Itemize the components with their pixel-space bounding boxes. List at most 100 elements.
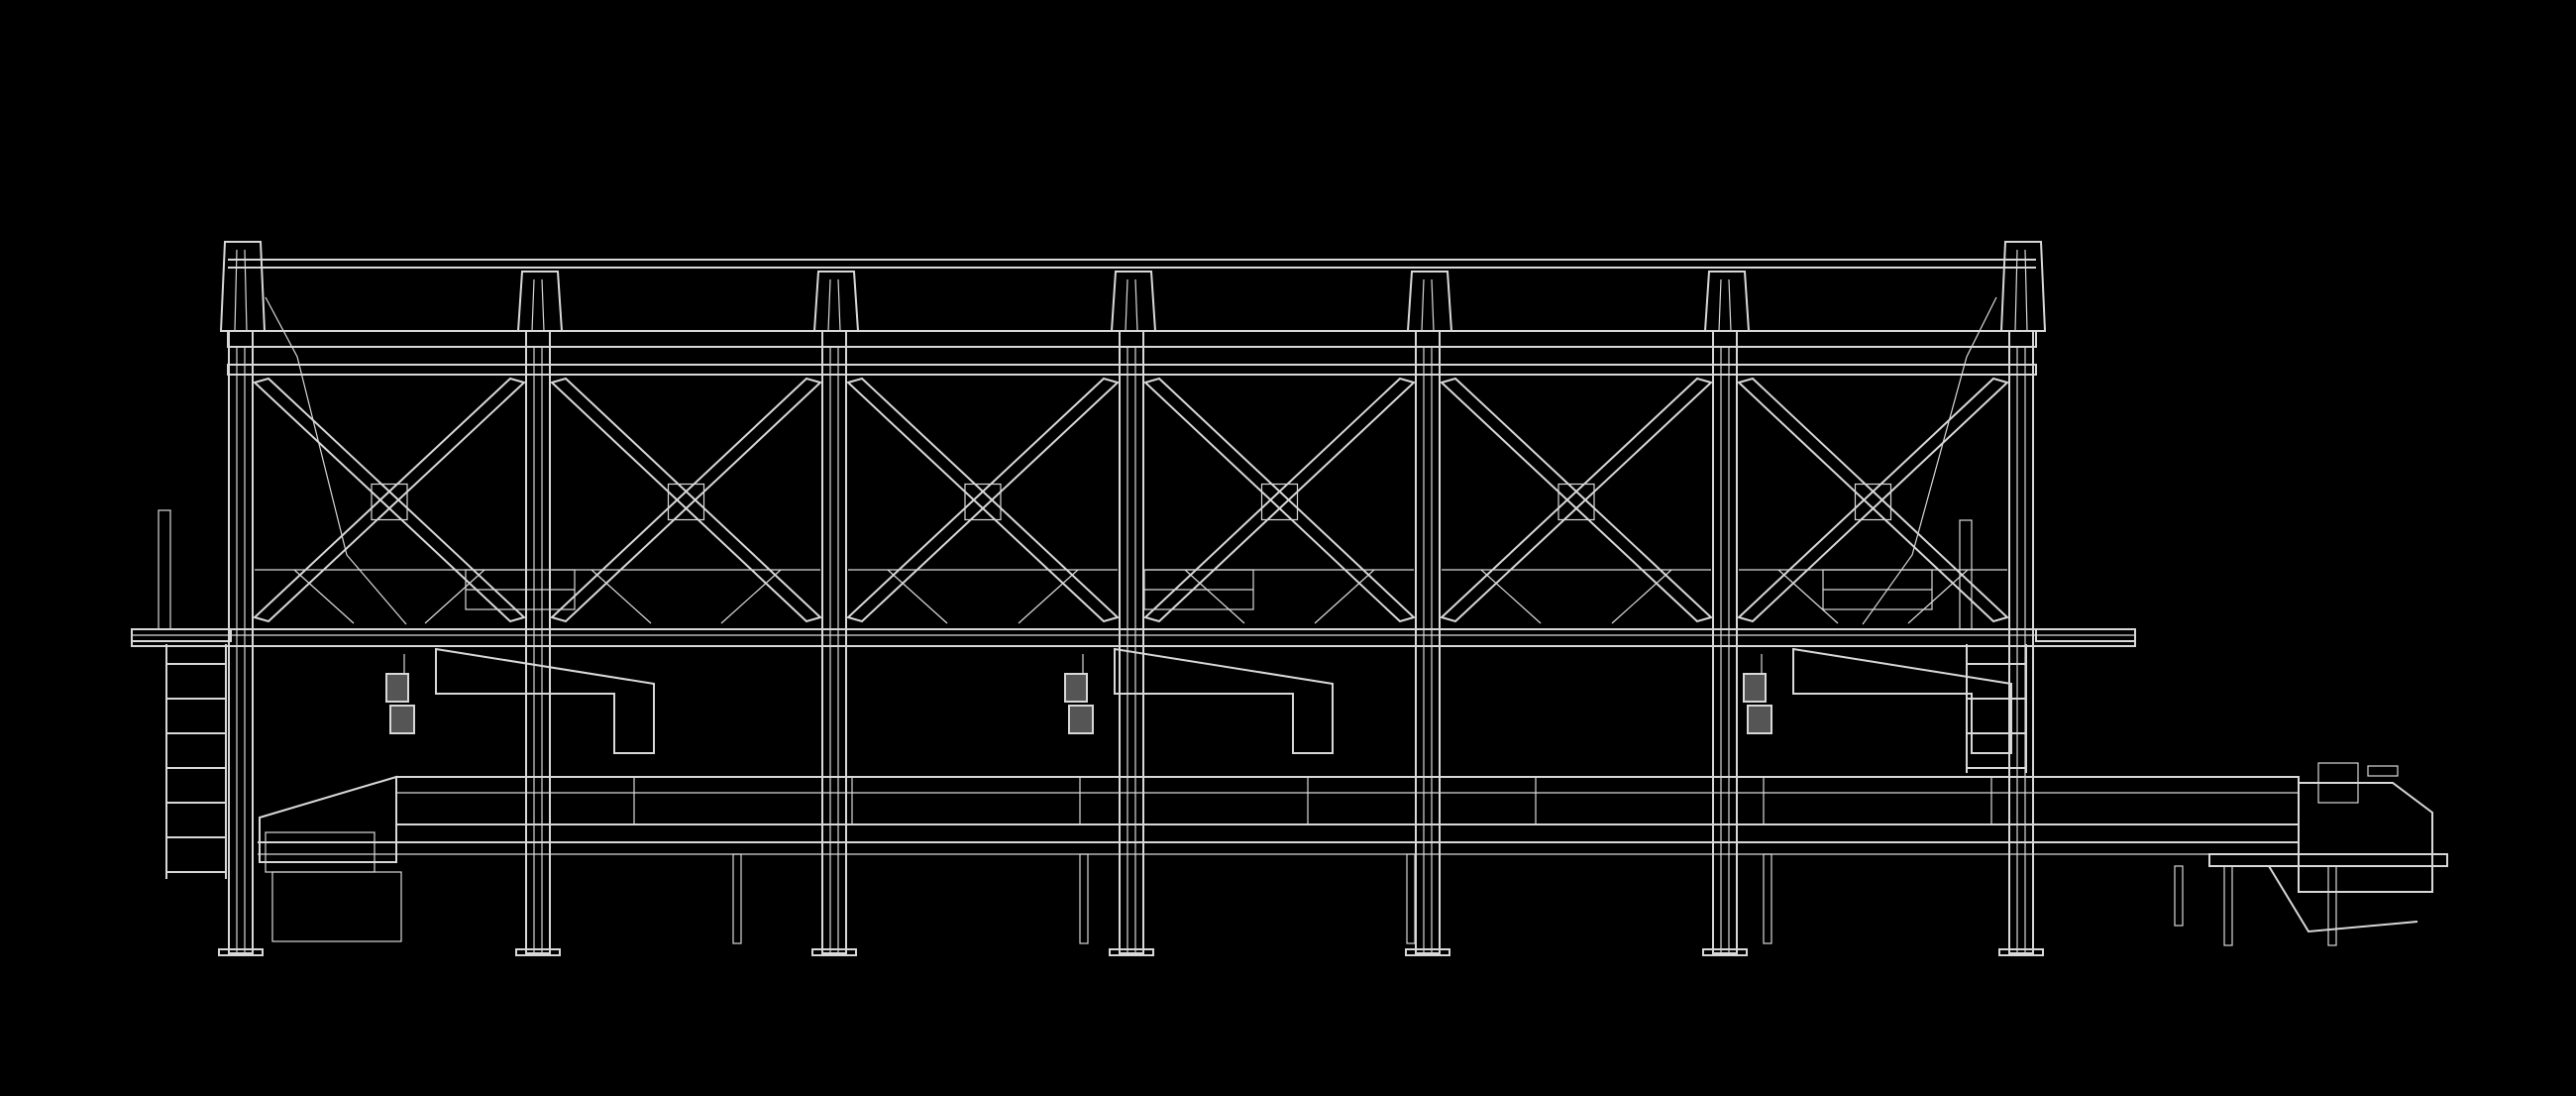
- column-base-plate: [811, 948, 857, 956]
- column-base-plate: [218, 948, 264, 956]
- conveyor-leg: [1406, 853, 1416, 944]
- machine-deck: [2208, 853, 2448, 867]
- feeder-unit: [385, 569, 655, 754]
- machine-leg: [2223, 865, 2233, 946]
- sub-brace: [1018, 569, 1079, 624]
- column: [525, 330, 551, 954]
- feeder-trough: [435, 647, 655, 754]
- sub-brace: [590, 569, 652, 624]
- brace-gusset-plate: [1260, 483, 1299, 521]
- column-cap: [516, 271, 564, 332]
- beams: [131, 330, 2136, 647]
- cap-gusset: [531, 278, 535, 332]
- sub-brace: [1314, 569, 1375, 624]
- brace-diagonal: [1737, 377, 2009, 623]
- column: [1415, 330, 1441, 954]
- feeder-trough: [1114, 647, 1334, 754]
- cap-gusset: [1718, 278, 1722, 332]
- brace-gusset-plate: [964, 483, 1002, 521]
- feeder-unit: [1064, 569, 1334, 754]
- cap-gusset: [2024, 249, 2028, 332]
- column-base-plate: [1405, 948, 1450, 956]
- machine-leg: [2174, 865, 2184, 927]
- brace-diagonal: [846, 377, 1120, 623]
- conveyor-leg: [1079, 853, 1089, 944]
- feeders: [385, 569, 2012, 754]
- brace-diagonal: [550, 377, 822, 623]
- column-base-plate: [1109, 948, 1154, 956]
- sub-brace: [293, 569, 355, 624]
- cap-gusset: [2014, 249, 2018, 332]
- cap-gusset: [1728, 278, 1732, 332]
- inclined-feeder: [259, 775, 397, 863]
- cap-gusset: [1125, 278, 1128, 332]
- brace-gusset-plate: [1854, 483, 1892, 521]
- hopper-outlet: [2268, 865, 2418, 933]
- brace-diagonal: [1143, 377, 1416, 623]
- feed-roller-box: [265, 831, 376, 873]
- sub-brace: [1777, 569, 1839, 624]
- conveyor-frame: [395, 776, 2300, 825]
- cap-gusset: [541, 278, 545, 332]
- column-cap: [812, 271, 860, 332]
- drive-motor: [389, 705, 415, 734]
- machine-leg: [2327, 865, 2337, 946]
- column-cap: [1110, 271, 1157, 332]
- inlet-chute: [2317, 762, 2359, 804]
- cap-gusset: [827, 278, 831, 332]
- feeder-trough: [1792, 647, 2012, 754]
- brace-gusset-plate: [371, 483, 408, 521]
- brace-diagonal: [1143, 377, 1416, 623]
- brace-diagonal: [253, 377, 526, 623]
- cap-gusset: [234, 249, 238, 332]
- brace-gusset-plate: [667, 483, 705, 521]
- feeder-support: [271, 871, 402, 942]
- drive-motor: [1743, 673, 1767, 703]
- sub-brace: [720, 569, 782, 624]
- brace-diagonal: [1440, 377, 1713, 623]
- column-cap: [1406, 271, 1453, 332]
- sub-brace: [1184, 569, 1245, 624]
- cap-gusset: [1134, 278, 1138, 332]
- discharge-machine: [2174, 762, 2448, 946]
- column: [228, 330, 254, 954]
- vent-pipe: [1959, 519, 1973, 630]
- column: [821, 330, 847, 954]
- column: [2008, 330, 2034, 954]
- sub-brace: [1611, 569, 1672, 624]
- column-cap: [1703, 271, 1751, 332]
- drive-motor: [1064, 673, 1088, 703]
- conveyor-leg: [732, 853, 742, 944]
- hopper-left: [265, 296, 407, 625]
- platform-extension-right: [2035, 628, 2136, 642]
- drive-motor: [385, 673, 409, 703]
- roof-frame: [228, 259, 2036, 269]
- brace-diagonal: [550, 377, 822, 623]
- sub-brace: [424, 569, 485, 624]
- drive-motor: [1068, 705, 1094, 734]
- belt-conveyor: [258, 775, 2300, 944]
- brace-diagonal: [846, 377, 1120, 623]
- brace-diagonal: [1440, 377, 1713, 623]
- top-beam-lower: [227, 364, 2037, 376]
- top-beam: [227, 330, 2037, 348]
- column-cap: [219, 241, 267, 332]
- brace-diagonal: [1737, 377, 2009, 623]
- column-base-plate: [1702, 948, 1748, 956]
- sub-brace: [1907, 569, 1969, 624]
- cap-gusset: [837, 278, 841, 332]
- column-cap: [1999, 241, 2047, 332]
- drive-motor: [1747, 705, 1772, 734]
- sub-brace: [1480, 569, 1542, 624]
- feeder-unit: [1743, 569, 2012, 754]
- columns: [218, 241, 2047, 956]
- column-base-plate: [515, 948, 561, 956]
- mid-platform-beam: [131, 628, 2136, 647]
- sub-brace: [887, 569, 948, 624]
- column-base-plate: [1998, 948, 2044, 956]
- ladders: [131, 509, 2136, 879]
- brace-diagonal: [253, 377, 526, 623]
- platform-extension-left: [131, 628, 232, 642]
- top-flange: [2367, 765, 2399, 777]
